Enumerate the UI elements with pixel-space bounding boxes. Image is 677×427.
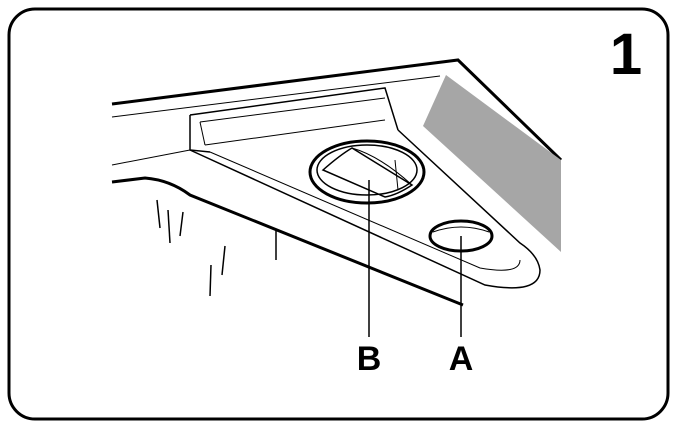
shaded-side-panel (423, 75, 561, 252)
panel-ridge-line (204, 119, 386, 146)
panel-back-wall (189, 87, 399, 131)
callout-b-label: B (357, 340, 382, 378)
panel-left-wall-inner (199, 121, 206, 146)
knob-grip-edge (394, 159, 399, 191)
rotary-knob (308, 139, 426, 205)
step-number: 1 (610, 22, 642, 87)
panel-back-wall-inner (199, 97, 386, 123)
unit-bottom-edge (111, 176, 464, 307)
knob-grip-center (351, 147, 413, 186)
unit-underside-line (111, 149, 191, 166)
unit-top-edge (111, 58, 563, 162)
tray-outer-edge (189, 129, 541, 289)
callout-a-label: A (449, 340, 474, 378)
unit-top-inner-line (111, 75, 441, 118)
wall-hatching (156, 199, 277, 297)
figure-frame (7, 7, 670, 421)
panel-left-wall (189, 115, 211, 153)
tray-inner-edge (209, 151, 521, 271)
